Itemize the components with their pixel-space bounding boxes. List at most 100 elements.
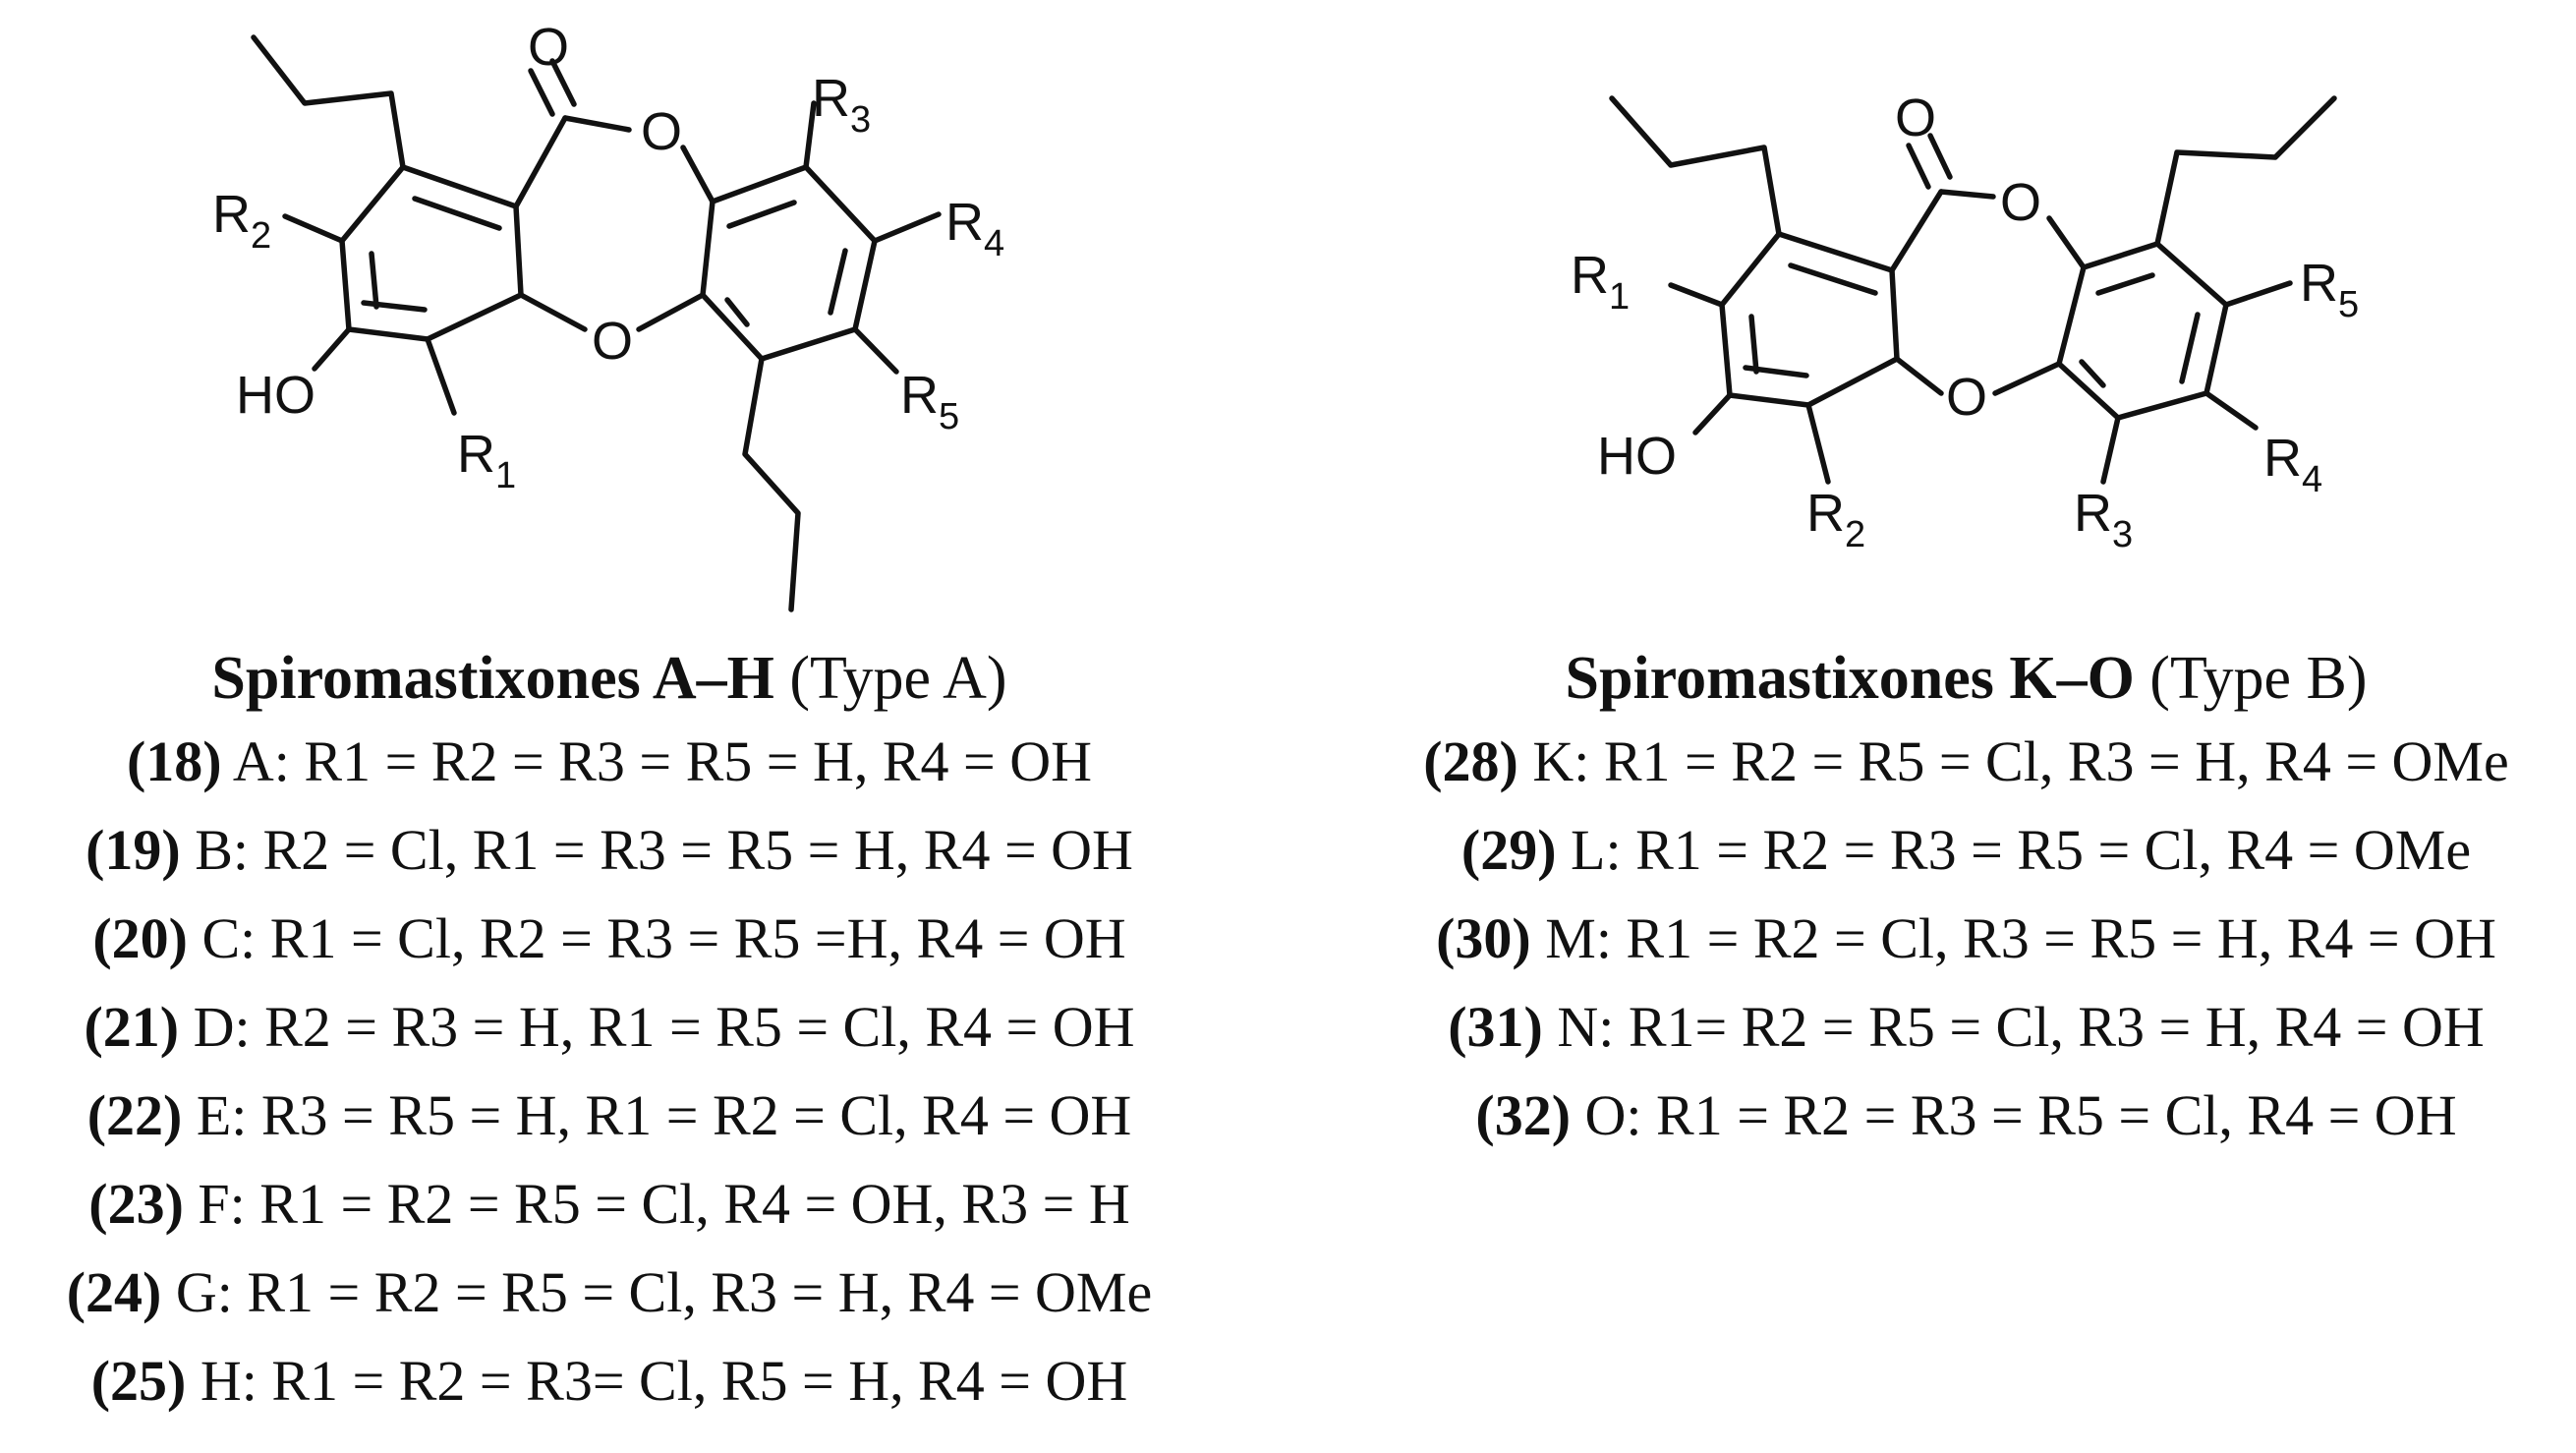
type-b-legend: Spiromastixones K–O (Type B) (28) K: R1 … bbox=[1356, 639, 2576, 1160]
carbonyl-oxygen: O bbox=[528, 18, 569, 77]
left-ring-double-bond bbox=[1743, 365, 1809, 378]
ring-oxygen-top: O bbox=[641, 102, 682, 161]
left-benzene-ring bbox=[1719, 231, 1900, 408]
compound-row: (31) N: R1= R2 = R5 = Cl, R3 = H, R4 = O… bbox=[1356, 983, 2576, 1072]
hydroxyl-bond bbox=[312, 326, 352, 372]
left-ring-double-bond bbox=[1748, 314, 1759, 375]
right-benzene-ring bbox=[2056, 241, 2229, 421]
r1-label: R1 bbox=[1571, 246, 1630, 318]
compound-formula: G: R1 = R2 = R5 = Cl, R3 = H, R4 = OMe bbox=[161, 1260, 1153, 1324]
compound-number: (29) bbox=[1460, 818, 1557, 882]
type-b-title: Spiromastixones K–O (Type B) bbox=[1356, 639, 2576, 718]
right-benzene-ring bbox=[700, 164, 878, 362]
compound-number: (20) bbox=[92, 906, 188, 970]
type-a-title: Spiromastixones A–H (Type A) bbox=[0, 639, 1219, 718]
compound-number: (25) bbox=[90, 1349, 187, 1413]
r2-label: R2 bbox=[1806, 484, 1865, 555]
right-ring-double-bond bbox=[2095, 272, 2155, 296]
r5-bond bbox=[2223, 280, 2293, 308]
r4-bond bbox=[872, 211, 942, 244]
compound-number: (28) bbox=[1423, 729, 1518, 793]
carbonyl-oxygen: O bbox=[1895, 88, 1936, 147]
ester-bond bbox=[1938, 189, 1996, 200]
propyl-chain-bottom bbox=[742, 356, 801, 612]
compound-row: (28) K: R1 = R2 = R5 = Cl, R3 = H, R4 = … bbox=[1356, 718, 2576, 806]
r5-label: R5 bbox=[2300, 254, 2359, 325]
propyl-chain-top bbox=[251, 34, 406, 170]
compound-row: (30) M: R1 = R2 = Cl, R3 = R5 = H, R4 = … bbox=[1356, 895, 2576, 983]
hydroxyl-label: HO bbox=[1597, 427, 1677, 486]
compound-number: (30) bbox=[1436, 906, 1531, 970]
ester-bond bbox=[562, 115, 632, 133]
compound-number: (21) bbox=[84, 995, 180, 1059]
compound-formula: C: R1 = Cl, R2 = R3 = R5 =H, R4 = OH bbox=[187, 906, 1126, 970]
right-ring-double-bond bbox=[724, 297, 750, 327]
r1-label: R1 bbox=[457, 425, 516, 496]
hydroxyl-bond bbox=[1692, 392, 1733, 436]
compound-row: (20) C: R1 = Cl, R2 = R3 = R5 =H, R4 = O… bbox=[0, 895, 1219, 983]
ester-bond bbox=[680, 145, 716, 204]
compound-number: (22) bbox=[86, 1083, 183, 1147]
compound-row: (19) B: R2 = Cl, R1 = R3 = R5 = H, R4 = … bbox=[0, 806, 1219, 895]
type-b-title-bold: Spiromastixones K–O bbox=[1565, 645, 2135, 712]
type-a-legend: Spiromastixones A–H (Type A) (18) A: R1 … bbox=[0, 639, 1219, 1425]
compound-number: (31) bbox=[1448, 995, 1543, 1059]
type-b-title-rest: (Type B) bbox=[2134, 645, 2368, 712]
compound-number: (23) bbox=[88, 1172, 184, 1236]
right-ring-double-bond bbox=[2179, 312, 2201, 384]
compound-row: (22) E: R3 = R5 = H, R1 = R2 = Cl, R4 = … bbox=[0, 1072, 1219, 1160]
compound-row: (23) F: R1 = R2 = R5 = Cl, R4 = OH, R3 =… bbox=[0, 1160, 1219, 1249]
r4-bond bbox=[2204, 390, 2259, 431]
compound-formula: E: R3 = R5 = H, R1 = R2 = Cl, R4 = OH bbox=[182, 1083, 1132, 1147]
left-ring-double-bond bbox=[412, 196, 502, 231]
ether-bond bbox=[518, 292, 588, 332]
carbonyl-double-bond bbox=[528, 68, 555, 117]
compound-formula: F: R1 = R2 = R5 = Cl, R4 = OH, R3 = H bbox=[183, 1172, 1130, 1236]
type-a-title-bold: Spiromastixones A–H bbox=[211, 645, 774, 712]
compound-formula: H: R1 = R2 = R3= Cl, R5 = H, R4 = OH bbox=[186, 1349, 1128, 1413]
compound-formula: L: R1 = R2 = R3 = R5 = Cl, R4 = OMe bbox=[1556, 818, 2472, 882]
left-ring-double-bond bbox=[361, 300, 428, 313]
carbonyl-double-bond bbox=[1906, 143, 1931, 190]
left-ring-double-bond bbox=[1788, 262, 1878, 296]
compound-formula: M: R1 = R2 = Cl, R3 = R5 = H, R4 = OH bbox=[1530, 906, 2496, 970]
r2-bond bbox=[282, 213, 345, 244]
r2-bond bbox=[1805, 402, 1831, 485]
compound-row: (29) L: R1 = R2 = R3 = R5 = Cl, R4 = OMe bbox=[1356, 806, 2576, 895]
r3-bond bbox=[2100, 415, 2121, 485]
compound-formula: N: R1= R2 = R5 = Cl, R3 = H, R4 = OH bbox=[1542, 995, 2485, 1059]
compound-formula: D: R2 = R3 = H, R1 = R5 = Cl, R4 = OH bbox=[179, 995, 1135, 1059]
ether-bond bbox=[636, 292, 706, 332]
r1-bond bbox=[425, 336, 457, 416]
hydroxyl-label: HO bbox=[236, 366, 315, 425]
compound-number: (32) bbox=[1475, 1083, 1572, 1147]
r3-bond bbox=[803, 100, 817, 170]
compound-row: (21) D: R2 = R3 = H, R1 = R5 = Cl, R4 = … bbox=[0, 983, 1219, 1072]
left-ring-double-bond bbox=[369, 251, 379, 310]
compound-row: (32) O: R1 = R2 = R3 = R5 = Cl, R4 = OH bbox=[1356, 1072, 2576, 1160]
r3-label: R3 bbox=[812, 69, 871, 141]
ether-bond bbox=[1894, 356, 1944, 396]
carbonyl-double-bond bbox=[549, 58, 577, 107]
compound-formula: A: R1 = R2 = R3 = R5 = H, R4 = OH bbox=[221, 729, 1093, 793]
r5-bond bbox=[852, 326, 899, 375]
r1-bond bbox=[1668, 282, 1725, 308]
compound-formula: K: R1 = R2 = R5 = Cl, R3 = H, R4 = OMe bbox=[1517, 729, 2509, 793]
propyl-chain-left bbox=[1609, 95, 1782, 237]
r2-label: R2 bbox=[212, 185, 271, 257]
r5-label: R5 bbox=[900, 366, 959, 437]
compound-formula: B: R2 = Cl, R1 = R3 = R5 = H, R4 = OH bbox=[180, 818, 1133, 882]
structure-type-a: O O O HO R3 R4 R5 R2 R1 bbox=[212, 18, 1004, 612]
carbonyl-double-bond bbox=[1927, 133, 1953, 180]
right-ring-double-bond bbox=[726, 200, 797, 229]
ester-bond bbox=[1889, 189, 1944, 273]
compound-number: (19) bbox=[86, 818, 181, 882]
r4-label: R4 bbox=[945, 193, 1004, 264]
compound-row: (24) G: R1 = R2 = R5 = Cl, R3 = H, R4 = … bbox=[0, 1249, 1219, 1337]
compound-row: (25) H: R1 = R2 = R3= Cl, R5 = H, R4 = O… bbox=[0, 1337, 1219, 1425]
r3-label: R3 bbox=[2074, 484, 2133, 555]
compound-number: (18) bbox=[126, 729, 222, 793]
type-a-title-rest: (Type A) bbox=[773, 645, 1007, 712]
ester-bond bbox=[2046, 215, 2087, 270]
ring-oxygen-bottom: O bbox=[1946, 368, 1987, 427]
